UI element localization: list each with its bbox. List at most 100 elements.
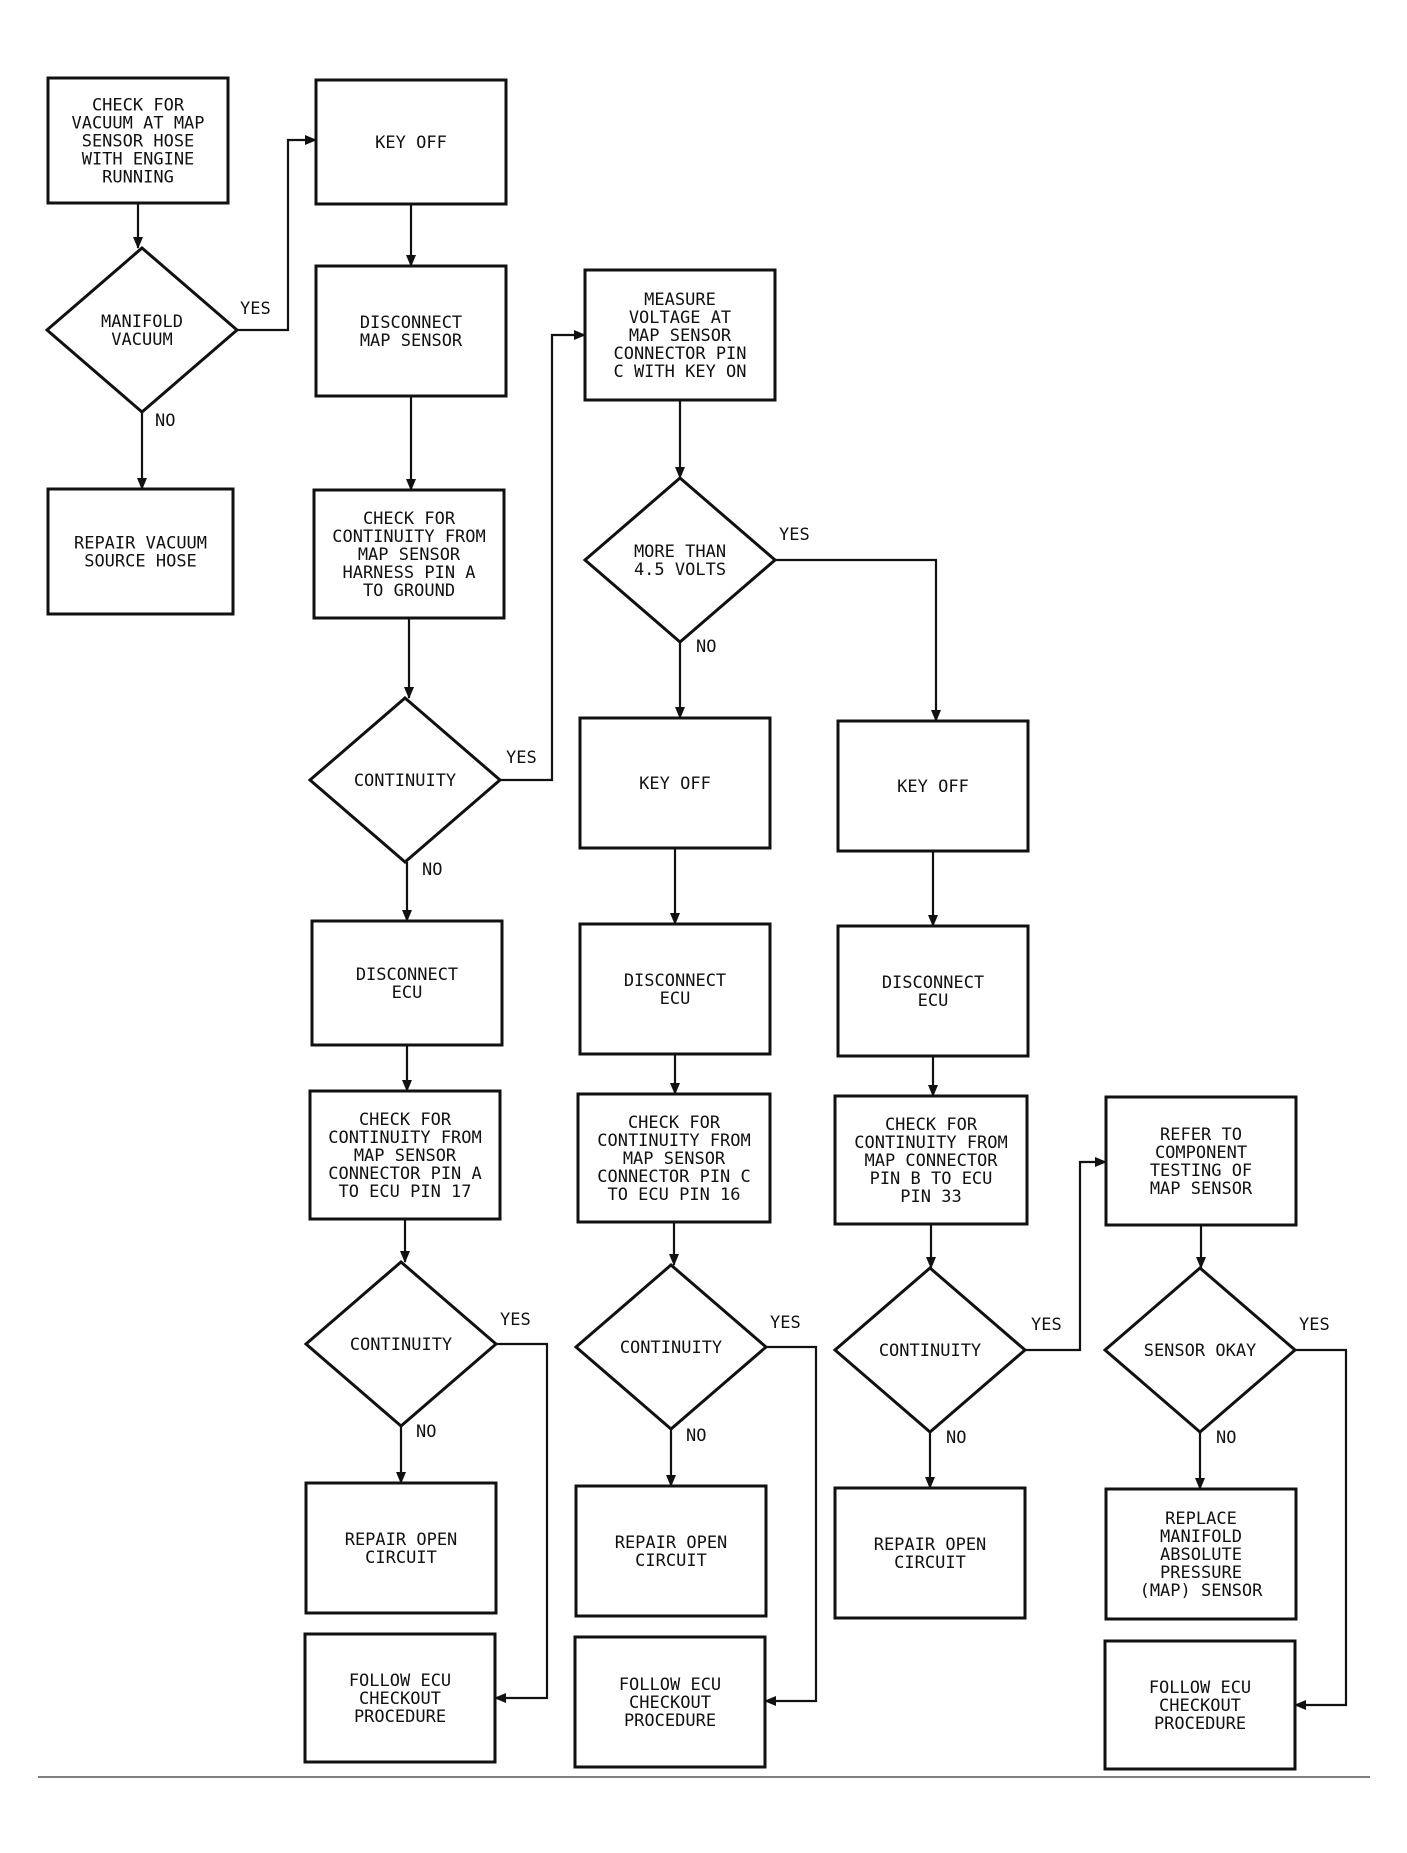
- edge-label-yes: YES: [770, 1313, 801, 1333]
- node-text-line: TO ECU PIN 17: [338, 1182, 471, 1202]
- node-text-line: FOLLOW ECU: [1149, 1678, 1251, 1698]
- process-box: [1103, 1639, 1297, 1771]
- node-text-line: CHECK FOR: [363, 509, 456, 529]
- node-text-line: CHECK FOR: [628, 1113, 721, 1133]
- edge-label-no: NO: [946, 1428, 966, 1448]
- process-box: [573, 1635, 767, 1769]
- node-text-line: MORE THAN: [634, 542, 726, 562]
- process-box: [46, 487, 235, 616]
- node-text-line: ECU: [392, 983, 423, 1003]
- node-text-line: DISCONNECT: [356, 965, 458, 985]
- node-text-line: CHECKOUT: [359, 1689, 441, 1709]
- node-text-line: ECU: [660, 989, 691, 1009]
- edge-label-no: NO: [686, 1426, 706, 1446]
- node-text-line: CONTINUITY FROM: [328, 1128, 482, 1148]
- node-text-line: TO ECU PIN 16: [607, 1185, 740, 1205]
- decision-diamond: [573, 1263, 769, 1431]
- edge-label-no: NO: [422, 860, 442, 880]
- node-text-line: KEY OFF: [375, 133, 447, 153]
- node-text-line: CONTINUITY FROM: [854, 1133, 1008, 1153]
- node-text-line: FOLLOW ECU: [619, 1675, 721, 1695]
- node-text-line: CONTINUITY: [354, 771, 456, 791]
- edge-label-no: NO: [696, 637, 716, 657]
- node-text-line: MANIFOLD: [101, 312, 183, 332]
- node-text-line: TESTING OF: [1150, 1161, 1252, 1181]
- node-text-line: PROCEDURE: [624, 1711, 716, 1731]
- node-text-line: REPAIR OPEN: [345, 1530, 458, 1550]
- edge-label-yes: YES: [506, 748, 537, 768]
- connector-arrow-e7: [500, 330, 586, 782]
- decision-diamond: [832, 1266, 1028, 1434]
- node-text-line: CONTINUITY FROM: [597, 1131, 751, 1151]
- process-box: [576, 1092, 772, 1224]
- process-box: [314, 264, 508, 398]
- process-box: [833, 1094, 1029, 1226]
- node-text-line: VACUUM: [111, 330, 172, 350]
- edge-label-no: NO: [416, 1422, 436, 1442]
- node-text-line: VOLTAGE AT: [629, 308, 731, 328]
- process-box: [836, 924, 1030, 1058]
- node-text-line: PROCEDURE: [1154, 1714, 1246, 1734]
- node-text-line: PIN B TO ECU: [870, 1169, 993, 1189]
- node-text-line: KEY OFF: [639, 774, 711, 794]
- node-text-line: TO GROUND: [363, 581, 455, 601]
- decision-node-d6: CONTINUITY: [832, 1266, 1028, 1434]
- process-box: [310, 919, 504, 1047]
- process-box: [46, 76, 230, 205]
- decision-diamond: [582, 476, 778, 644]
- node-text-line: CIRCUIT: [365, 1548, 437, 1568]
- node-text-line: CONTINUITY: [350, 1335, 452, 1355]
- node-text-line: MAP SENSOR: [623, 1149, 726, 1169]
- node-text-line: MAP CONNECTOR: [864, 1151, 998, 1171]
- connector-arrow-e2: [237, 135, 317, 332]
- decision-node-d5: CONTINUITY: [573, 1263, 769, 1431]
- node-text-line: SENSOR HOSE: [82, 132, 195, 152]
- connector-arrow-e24: [1025, 1157, 1107, 1352]
- decision-node-d7: SENSOR OKAY: [1102, 1266, 1298, 1434]
- decision-diamond: [44, 246, 240, 414]
- node-text-line: DISCONNECT: [882, 973, 984, 993]
- node-text-line: REPAIR VACUUM: [74, 534, 207, 554]
- edges-layer: [133, 135, 1348, 1710]
- node-text-line: PIN 33: [900, 1187, 961, 1207]
- decision-node-d2: CONTINUITY: [307, 696, 503, 864]
- process-box: [314, 78, 508, 206]
- node-text-line: SENSOR OKAY: [1144, 1341, 1257, 1361]
- process-box: [308, 1089, 502, 1221]
- decision-diamond: [303, 1260, 499, 1428]
- connector-arrow-e19: [764, 1345, 818, 1706]
- node-text-line: WITH ENGINE: [82, 150, 195, 170]
- process-box: [833, 1486, 1027, 1620]
- node-text-line: C WITH KEY ON: [613, 362, 746, 382]
- node-text-line: KEY OFF: [897, 777, 969, 797]
- process-box: [303, 1632, 497, 1764]
- edge-label-yes: YES: [779, 525, 810, 545]
- process-node-n3: KEY OFF: [314, 78, 508, 206]
- node-text-line: CONNECTOR PIN C: [597, 1167, 751, 1187]
- node-text-line: CONNECTOR PIN A: [328, 1164, 482, 1184]
- node-text-line: MAP SENSOR: [629, 326, 732, 346]
- node-text-line: MAP SENSOR: [354, 1146, 457, 1166]
- node-text-line: REPLACE: [1165, 1509, 1237, 1529]
- connector-arrow-e27: [1294, 1348, 1348, 1710]
- node-text-line: ABSOLUTE: [1160, 1545, 1242, 1565]
- node-text-line: CHECKOUT: [1159, 1696, 1241, 1716]
- node-text-line: 4.5 VOLTS: [634, 560, 726, 580]
- node-text-line: CIRCUIT: [894, 1553, 966, 1573]
- node-text-line: HARNESS PIN A: [342, 563, 475, 583]
- decision-diamond: [1102, 1266, 1298, 1434]
